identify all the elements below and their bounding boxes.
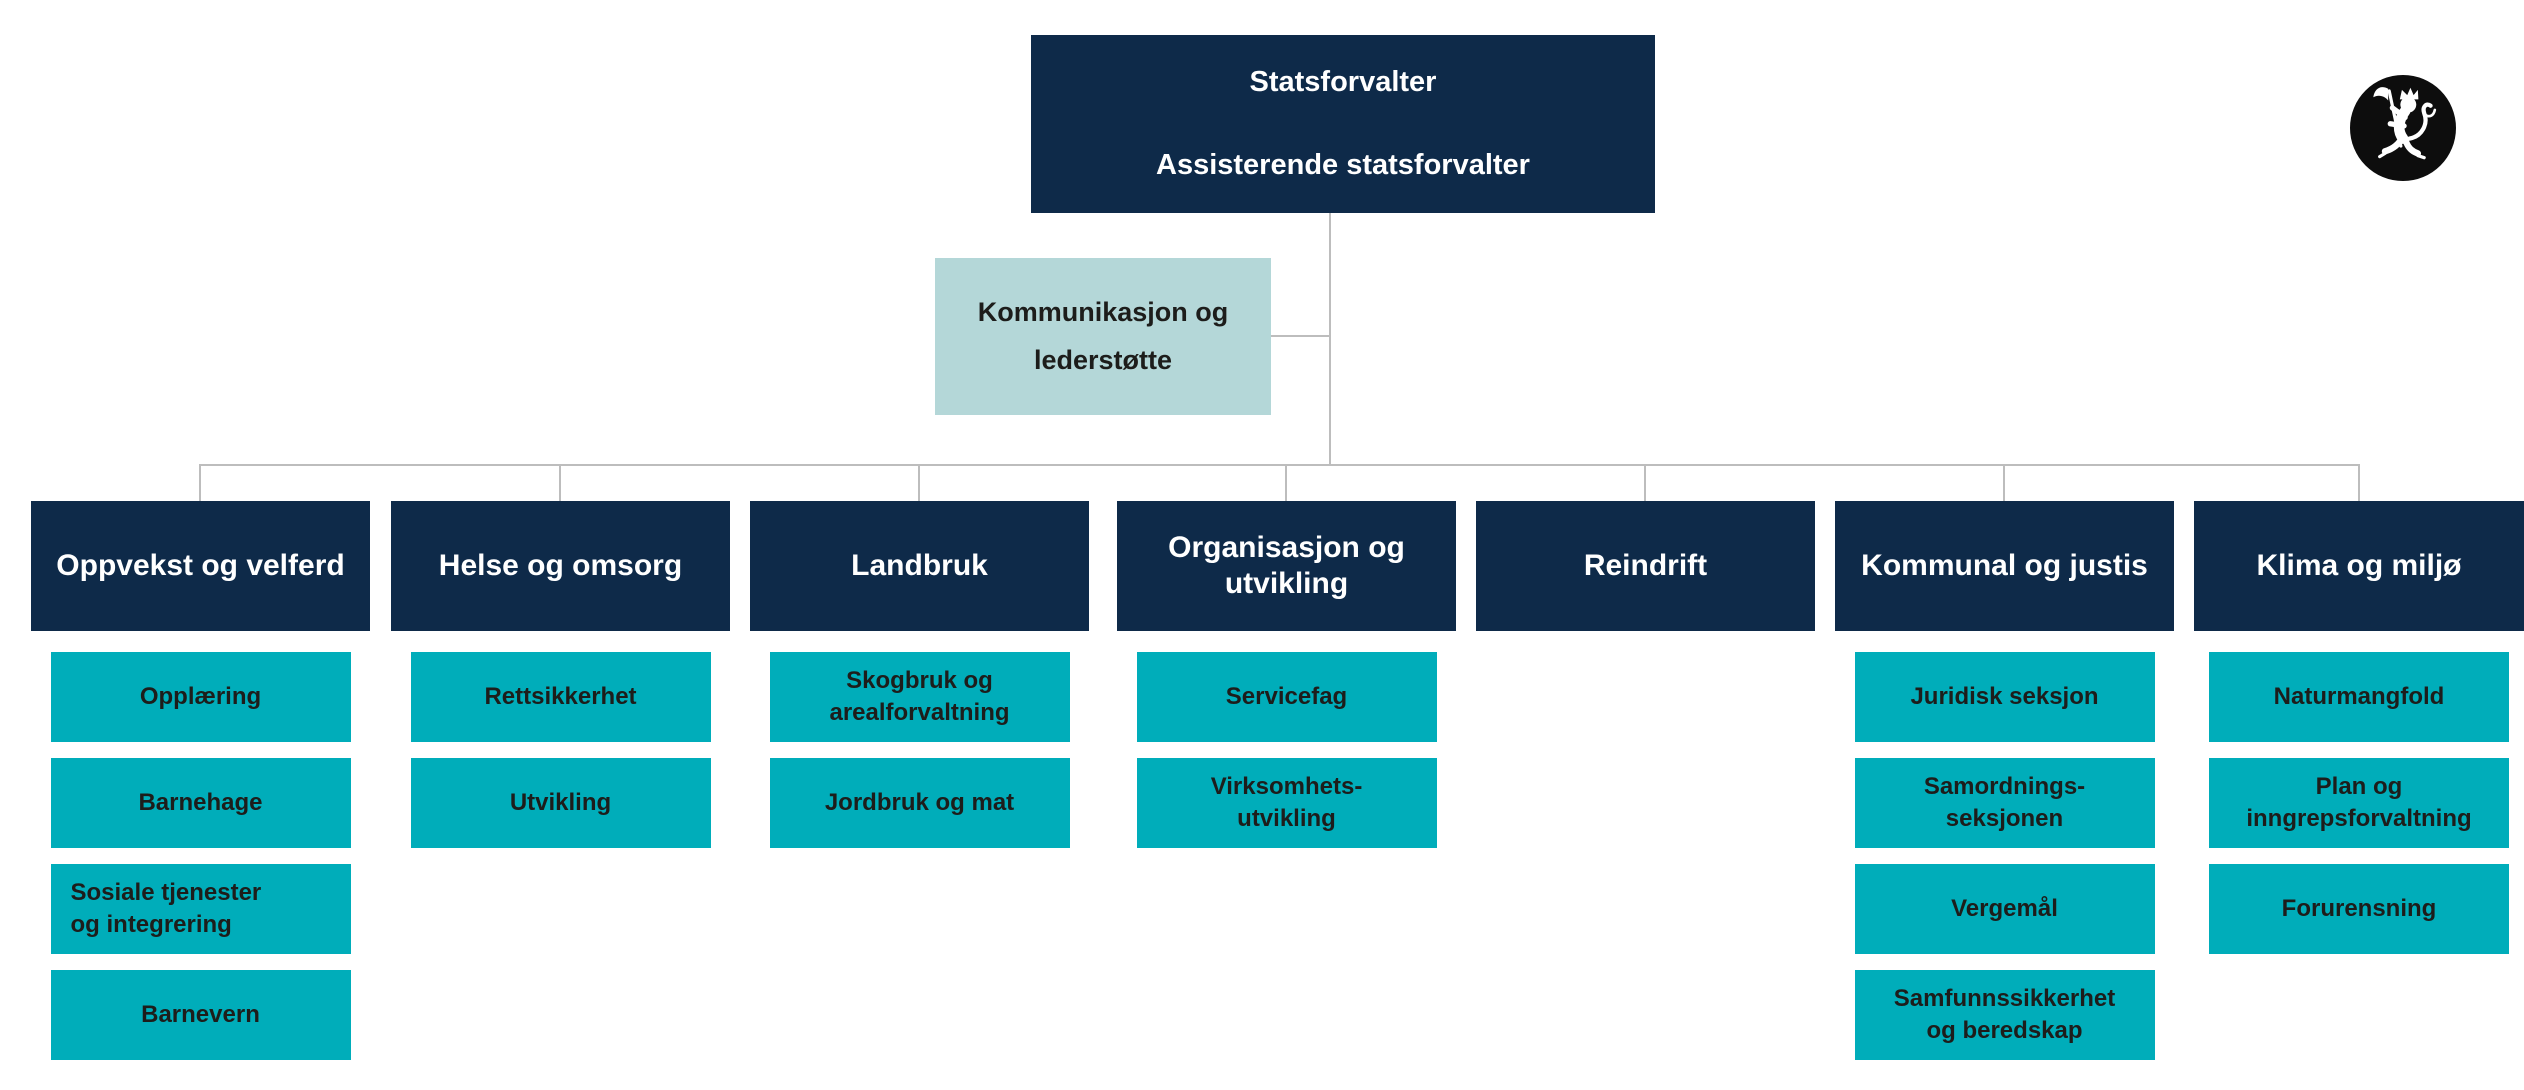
norway-coat-of-arms-logo xyxy=(2350,75,2456,181)
department-column-oppvekst: Oppvekst og velferd Opplæring Barnehage … xyxy=(31,501,370,1060)
section-box: Naturmangfold xyxy=(2209,652,2509,742)
staff-label: Kommunikasjon og lederstøtte xyxy=(977,297,1229,375)
section-box: Opplæring xyxy=(50,652,351,742)
department-header: Reindrift xyxy=(1476,501,1815,631)
connector-drop-helse xyxy=(559,464,561,501)
section-box: Servicefag xyxy=(1136,652,1437,742)
department-column-reindrift: Reindrift xyxy=(1476,501,1815,631)
section-box: Barnevern xyxy=(50,970,351,1060)
department-column-kommunal: Kommunal og justis Juridisk seksjon Samo… xyxy=(1835,501,2174,1060)
section-box: Rettsikkerhet xyxy=(410,652,711,742)
section-box: Samfunnssikkerhet og beredskap xyxy=(1854,970,2155,1060)
section-box: Juridisk seksjon xyxy=(1854,652,2155,742)
department-column-landbruk: Landbruk Skogbruk og arealforvaltning Jo… xyxy=(750,501,1089,848)
department-header: Oppvekst og velferd xyxy=(31,501,370,631)
department-header: Helse og omsorg xyxy=(391,501,730,631)
section-box: Sosiale tjenester og integrering xyxy=(50,864,351,954)
section-box: Plan og inngrepsforvaltning xyxy=(2209,758,2509,848)
connector-drop-oppvekst xyxy=(199,464,201,501)
section-box: Forurensning xyxy=(2209,864,2509,954)
connector-drop-kommunal xyxy=(2003,464,2005,501)
department-header: Kommunal og justis xyxy=(1835,501,2174,631)
connector-staff-stub xyxy=(1271,335,1331,337)
connector-trunk-vertical xyxy=(1329,213,1331,466)
staff-box: Kommunikasjon og lederstøtte xyxy=(935,258,1271,415)
connector-drop-klima xyxy=(2358,464,2360,501)
section-box: Vergemål xyxy=(1854,864,2155,954)
connector-drop-landbruk xyxy=(918,464,920,501)
department-column-organisasjon: Organisasjon og utvikling Servicefag Vir… xyxy=(1117,501,1456,848)
connector-drop-reindrift xyxy=(1644,464,1646,501)
section-box: Barnehage xyxy=(50,758,351,848)
coat-of-arms-lion-icon xyxy=(2350,75,2456,181)
department-column-helse: Helse og omsorg Rettsikkerhet Utvikling xyxy=(391,501,730,848)
connector-drop-organisasjon xyxy=(1285,464,1287,501)
section-box: Virksomhets- utvikling xyxy=(1136,758,1437,848)
department-header: Klima og miljø xyxy=(2194,501,2524,631)
section-box: Jordbruk og mat xyxy=(769,758,1070,848)
section-box: Skogbruk og arealforvaltning xyxy=(769,652,1070,742)
department-header: Landbruk xyxy=(750,501,1089,631)
department-column-klima: Klima og miljø Naturmangfold Plan og inn… xyxy=(2194,501,2524,954)
department-header: Organisasjon og utvikling xyxy=(1117,501,1456,631)
connector-main-horizontal xyxy=(200,464,2360,466)
root-box: Statsforvalter Assisterende statsforvalt… xyxy=(1031,35,1655,213)
root-subtitle: Assisterende statsforvalter xyxy=(1156,149,1530,181)
section-box: Samordnings- seksjonen xyxy=(1854,758,2155,848)
root-title: Statsforvalter xyxy=(1249,66,1437,98)
section-box: Utvikling xyxy=(410,758,711,848)
